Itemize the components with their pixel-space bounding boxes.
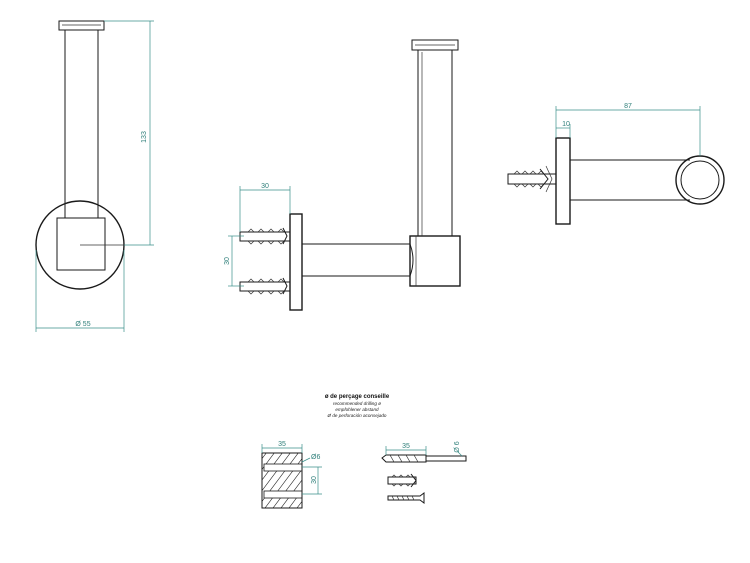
drill-block [261, 452, 303, 509]
drill-hardware: 35 Ø 6 [381, 441, 467, 504]
drilling-note-en: recommended drilling ø [333, 401, 381, 406]
dim-block-30-label: 30 [311, 476, 318, 484]
dim-block-35-label: 35 [278, 441, 286, 448]
drilling-note: ø de perçage conseille recommended drill… [325, 394, 390, 418]
dim-drill-d6-label: Ø 6 [454, 441, 461, 452]
dowel-lower [239, 277, 291, 295]
square-base [56, 217, 106, 271]
dim-block-d6-label: Ø6 [311, 454, 320, 461]
top-wall-plate [555, 137, 571, 225]
dowel-upper [239, 227, 291, 245]
dim-10-label: 10 [562, 121, 570, 128]
dim-30-left-label: 30 [224, 257, 231, 265]
dim-133-label: 133 [141, 131, 148, 143]
dim-87-label: 87 [624, 103, 632, 110]
top-view: 87 10 [507, 103, 725, 225]
drilling-note-de: empfohlener abstand [335, 407, 379, 412]
drilling-note-es: Ø de perforación aconsejado [327, 413, 387, 418]
dim-drill-35-label: 35 [402, 443, 410, 450]
drilling-note-title: ø de perçage conseille [325, 394, 390, 400]
wall-plate [289, 213, 303, 311]
tube-end-inner [680, 160, 720, 200]
wall-plug [387, 473, 417, 488]
drill-block-section: 35 Ø6 30 [261, 441, 322, 509]
top-dowel [507, 165, 557, 193]
drill-bit [381, 454, 467, 463]
tube-end-outer [675, 155, 725, 205]
dim-55-label: Ø 55 [75, 321, 90, 328]
front-view: 133 Ø 55 [35, 20, 154, 332]
side-view: 30 30 [224, 39, 461, 311]
end-cap [58, 20, 105, 31]
elbow-block [409, 235, 461, 287]
screw [387, 492, 425, 504]
dim-30-top-label: 30 [261, 183, 269, 190]
post-cap [411, 39, 459, 51]
